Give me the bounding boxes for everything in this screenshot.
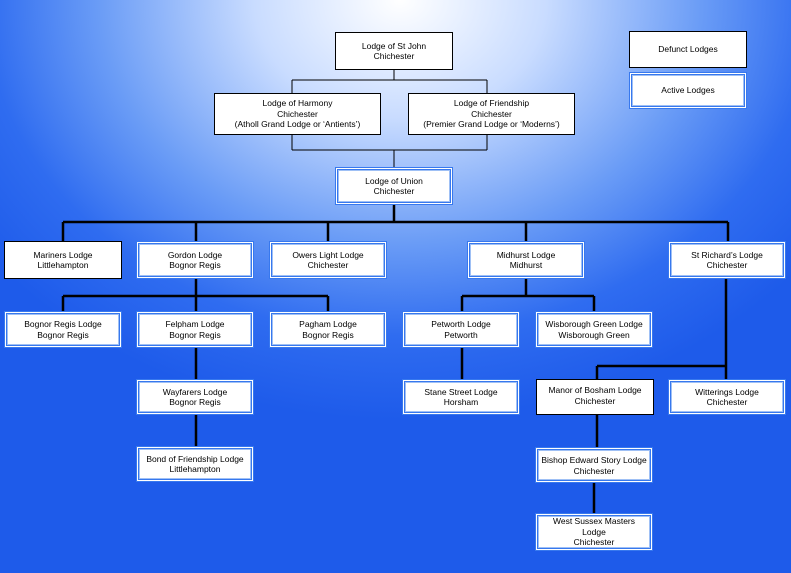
lodge-st-john: Lodge of St John Chichester bbox=[335, 32, 453, 70]
lodge-name: Gordon Lodge bbox=[167, 249, 223, 260]
lodge-town: Bognor Regis bbox=[169, 329, 221, 340]
lodge-town: Chichester bbox=[373, 51, 415, 61]
lodge-friendship: Lodge of Friendship Chichester (Premier … bbox=[408, 93, 575, 135]
lodge-name: Mariners Lodge bbox=[33, 249, 93, 260]
lodge-name: Midhurst Lodge bbox=[496, 249, 556, 260]
thick-connectors bbox=[61, 205, 730, 513]
lodge-name: Lodge of Union bbox=[365, 175, 423, 186]
lodge-name: Stane Street Lodge bbox=[424, 386, 498, 397]
lodge-town: Chichester bbox=[573, 465, 615, 476]
lodge-petworth: Petworth Lodge Petworth bbox=[402, 311, 520, 348]
lodge-town: Chichester bbox=[706, 397, 748, 407]
lodge-union: Lodge of Union Chichester bbox=[335, 167, 453, 205]
lodge-town: Littlehampton bbox=[169, 464, 221, 474]
lodge-town: Bognor Regis bbox=[169, 260, 221, 270]
lodge-name: St Richard’s Lodge bbox=[691, 249, 763, 260]
lodge-mariners: Mariners Lodge Littlehampton bbox=[4, 241, 122, 279]
lodge-pagham: Pagham Lodge Bognor Regis bbox=[269, 311, 387, 348]
lodge-town: Chichester bbox=[471, 108, 512, 119]
lodge-name: Wayfarers Lodge bbox=[162, 386, 228, 397]
lodge-gordon: Gordon Lodge Bognor Regis bbox=[136, 241, 254, 279]
lodge-name: Lodge of Friendship bbox=[453, 98, 530, 109]
lodge-name: Petworth Lodge bbox=[431, 319, 491, 329]
lodge-bognor-regis: Bognor Regis Lodge Bognor Regis bbox=[4, 311, 122, 348]
lodge-name: Felpham Lodge bbox=[165, 319, 225, 329]
lodge-name: Bond of Friendship Lodge bbox=[146, 453, 244, 464]
lodge-town: Bognor Regis bbox=[37, 329, 89, 340]
lodge-name-cont: Lodge bbox=[582, 526, 606, 537]
lodge-wayfarers: Wayfarers Lodge Bognor Regis bbox=[136, 379, 254, 415]
lodge-town: Bognor Regis bbox=[169, 397, 221, 407]
lodge-name: Lodge of Harmony bbox=[262, 98, 333, 109]
lodge-name: Bishop Edward Story Lodge bbox=[541, 455, 647, 465]
lodge-town: Horsham bbox=[443, 397, 479, 407]
lodge-affiliation: (Atholl Grand Lodge or ‘Antients’) bbox=[234, 119, 361, 130]
lodge-west-sussex-masters: West Sussex Masters Lodge Chichester bbox=[535, 513, 653, 551]
lodge-town: Chichester bbox=[277, 108, 318, 119]
lodge-stane-street: Stane Street Lodge Horsham bbox=[402, 379, 520, 415]
legend-active-label: Active Lodges bbox=[661, 85, 715, 96]
lodge-name: Manor of Bosham Lodge bbox=[548, 385, 642, 395]
lodge-name: Bognor Regis Lodge bbox=[24, 319, 102, 329]
lodge-town: Bognor Regis bbox=[302, 329, 354, 340]
lodge-bishop-edward-story: Bishop Edward Story Lodge Chichester bbox=[535, 447, 653, 483]
lodge-st-richards: St Richard’s Lodge Chichester bbox=[668, 241, 786, 279]
lodge-town: Chichester bbox=[574, 395, 616, 406]
lodge-town: Wisborough Green bbox=[558, 329, 630, 340]
lodge-bond-of-friendship: Bond of Friendship Lodge Littlehampton bbox=[136, 446, 254, 482]
legend-defunct-label: Defunct Lodges bbox=[658, 44, 718, 55]
lodge-name: Owers Light Lodge bbox=[292, 249, 364, 260]
lodge-town: Chichester bbox=[373, 186, 415, 196]
lodge-affiliation: (Premier Grand Lodge or ‘Moderns’) bbox=[423, 119, 560, 130]
lodge-midhurst: Midhurst Lodge Midhurst bbox=[467, 241, 585, 279]
lodge-name: Witterings Lodge bbox=[695, 386, 759, 397]
lodge-harmony: Lodge of Harmony Chichester (Atholl Gran… bbox=[214, 93, 381, 135]
lodge-wisborough-green: Wisborough Green Lodge Wisborough Green bbox=[535, 311, 653, 348]
lodge-town: Midhurst bbox=[509, 260, 543, 270]
lodge-name: West Sussex Masters bbox=[552, 516, 636, 527]
lodge-town: Chichester bbox=[706, 260, 748, 270]
lodge-town: Petworth bbox=[444, 329, 478, 340]
lodge-manor-of-bosham: Manor of Bosham Lodge Chichester bbox=[536, 379, 654, 415]
lodge-town: Chichester bbox=[307, 260, 349, 270]
lodge-name: Lodge of St John bbox=[361, 40, 427, 51]
lodge-town: Littlehampton bbox=[37, 260, 89, 270]
lodge-name: Wisborough Green Lodge bbox=[545, 319, 643, 329]
legend-defunct-lodges: Defunct Lodges bbox=[629, 31, 747, 68]
lodge-felpham: Felpham Lodge Bognor Regis bbox=[136, 311, 254, 348]
lodge-name: Pagham Lodge bbox=[299, 319, 357, 329]
lodge-owers-light: Owers Light Lodge Chichester bbox=[269, 241, 387, 279]
legend-active-lodges: Active Lodges bbox=[629, 72, 747, 109]
thin-connectors bbox=[291, 70, 488, 167]
lodge-witterings: Witterings Lodge Chichester bbox=[668, 379, 786, 415]
lodge-town: Chichester bbox=[573, 537, 615, 548]
